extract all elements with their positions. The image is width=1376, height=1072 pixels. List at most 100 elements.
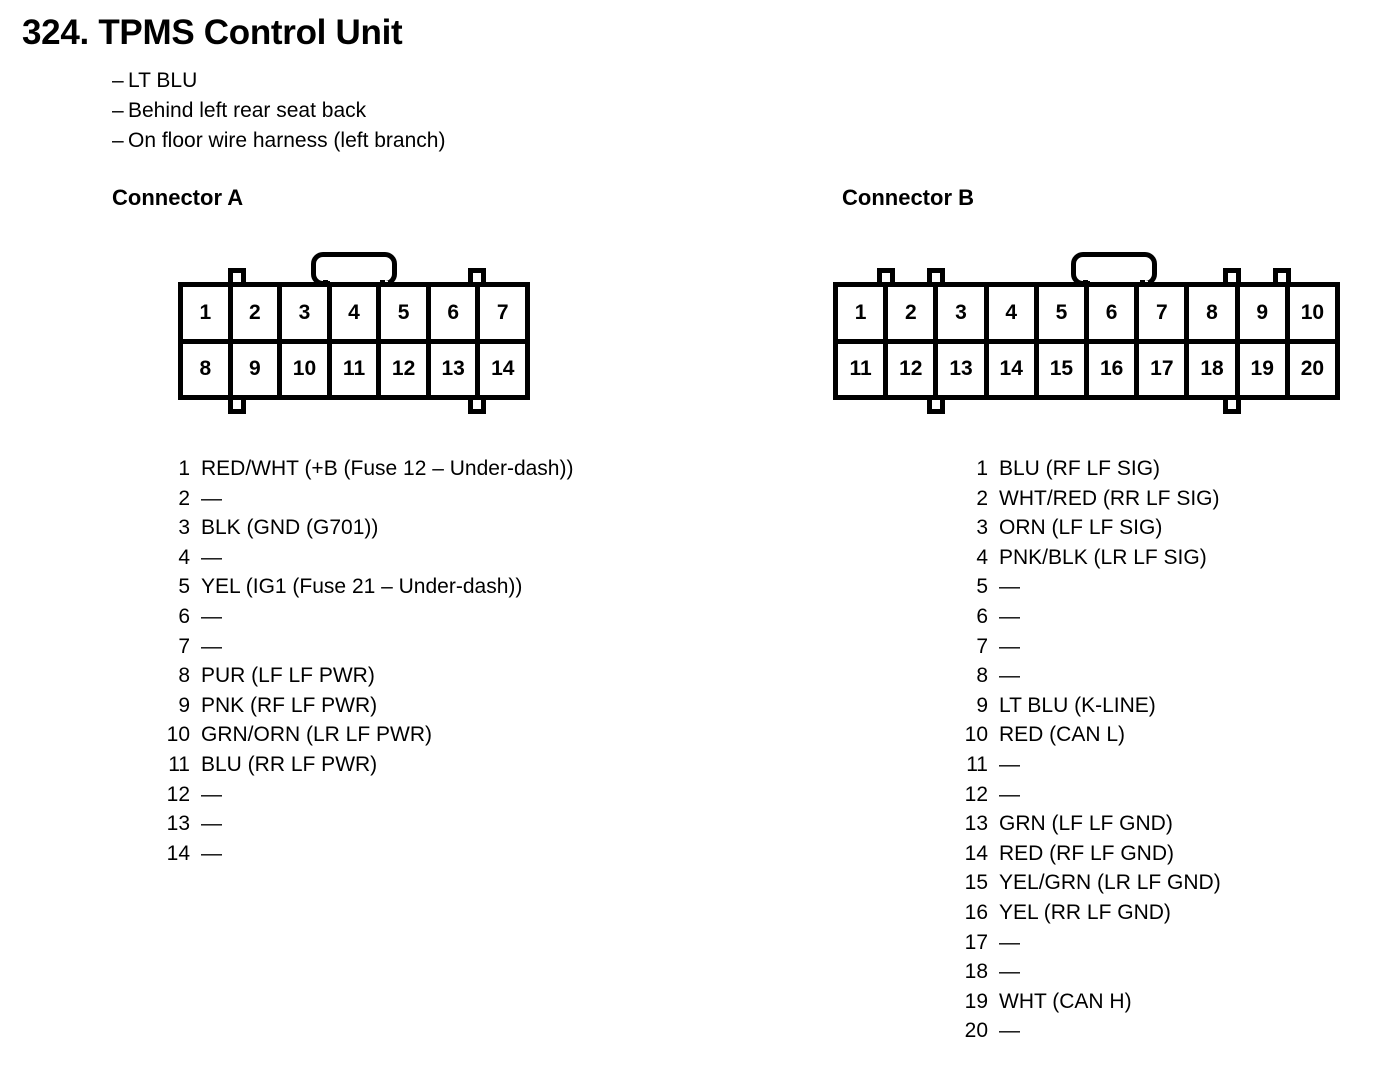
pin-row: 11 BLU (RR LF PWR) — [160, 753, 573, 783]
connector-b-bottom-tab — [927, 395, 945, 414]
pin-row: 1 BLU (RF LF SIG) — [958, 457, 1221, 487]
cavity: 19 — [1234, 343, 1285, 395]
cavity: 4 — [326, 287, 377, 339]
pin-description: YEL (RR LF GND) — [999, 900, 1171, 924]
connector-a-bottom-tab — [468, 395, 486, 414]
cavity: 9 — [227, 343, 278, 395]
cavity: 1 — [854, 300, 867, 324]
pin-number: 13 — [166, 812, 190, 836]
pin-row: 14 — — [160, 842, 573, 872]
cavity: 18 — [1184, 343, 1234, 395]
pin-row: 16 YEL (RR LF GND) — [958, 901, 1221, 931]
pin-number: 10 — [166, 723, 190, 747]
connector-a-diagram: 1 2 3 4 5 6 7 8 9 10 11 12 13 14 — [178, 252, 530, 422]
pin-number: 19 — [964, 989, 988, 1013]
pin-description: — — [999, 664, 1020, 688]
connector-b-cavity-row: 1 2 3 4 5 6 7 8 9 10 — [838, 287, 1335, 339]
pin-row: 2— — [160, 487, 573, 517]
pin-description: WHT (CAN H) — [999, 989, 1132, 1013]
note-text: On floor wire harness (left branch) — [128, 129, 446, 152]
pin-number: 20 — [964, 1019, 988, 1043]
pin-number: 11 — [168, 752, 190, 776]
pin-number: 16 — [964, 900, 988, 924]
cavity: 12 — [376, 343, 426, 395]
pin-row: 6— — [160, 605, 573, 635]
pin-number: 8 — [976, 664, 988, 688]
pin-description: WHT/RED (RR LF SIG) — [999, 486, 1220, 510]
pin-number: 18 — [964, 960, 988, 984]
cavity: 17 — [1134, 343, 1184, 395]
cavity: 5 — [1033, 287, 1084, 339]
pin-row: 13— — [160, 812, 573, 842]
pin-description: ORN (LF LF SIG) — [999, 516, 1163, 540]
connector-a-bottom-tab — [228, 395, 246, 414]
pin-row: 13 GRN (LF LF GND) — [958, 812, 1221, 842]
cavity: 13 — [933, 343, 983, 395]
pin-row: 7— — [958, 635, 1221, 665]
pin-number: 14 — [166, 841, 190, 865]
pin-number: 15 — [964, 871, 988, 895]
pin-description: — — [999, 960, 1020, 984]
pin-row: 5 YEL (IG1 (Fuse 21 – Under-dash)) — [160, 575, 573, 605]
note-text: Behind left rear seat back — [128, 99, 367, 122]
pin-description: PUR (LF LF PWR) — [201, 664, 375, 688]
pin-number: 6 — [976, 604, 988, 628]
cavity: 12 — [883, 343, 933, 395]
note-dash: – — [112, 129, 124, 152]
pin-row: 4— — [160, 546, 573, 576]
pin-description: — — [201, 604, 222, 628]
cavity: 7 — [1134, 287, 1184, 339]
pin-number: 7 — [178, 634, 190, 658]
pin-description: YEL/GRN (LR LF GND) — [999, 871, 1221, 895]
pin-number: 13 — [964, 812, 988, 836]
pin-description: LT BLU (K-LINE) — [999, 693, 1156, 717]
page-title: 324. TPMS Control Unit — [22, 13, 403, 52]
pin-description: — — [999, 752, 1020, 776]
cavity: 6 — [425, 287, 476, 339]
cavity: 10 — [1284, 287, 1335, 339]
pin-description: PNK/BLK (LR LF SIG) — [999, 545, 1207, 569]
connector-a-cavity-row: 1 2 3 4 5 6 7 — [183, 287, 525, 339]
pin-description: BLU (RF LF SIG) — [999, 457, 1161, 480]
pin-number: 1 — [976, 457, 988, 480]
pin-description: — — [201, 486, 222, 510]
pin-description: BLU (RR LF PWR) — [201, 752, 378, 776]
pin-description: RED (CAN L) — [999, 723, 1126, 747]
pin-description: — — [201, 782, 222, 806]
pin-description: RED/WHT (+B (Fuse 12 – Under-dash)) — [201, 457, 574, 480]
cavity: 7 — [475, 287, 525, 339]
pin-description: GRN (LF LF GND) — [999, 812, 1173, 836]
location-note: –Behind left rear seat back — [112, 96, 445, 126]
cavity: 5 — [376, 287, 426, 339]
cavity: 8 — [1184, 287, 1234, 339]
cavity: 9 — [1234, 287, 1285, 339]
pin-row: 19 WHT (CAN H) — [958, 990, 1221, 1020]
pin-description: — — [201, 634, 222, 658]
pin-row: 7— — [160, 635, 573, 665]
connector-a-cavity-row: 8 9 10 11 12 13 14 — [183, 338, 525, 395]
pin-description: — — [201, 841, 222, 865]
pin-description: — — [999, 930, 1020, 954]
note-dash: – — [112, 69, 124, 92]
cavity: 4 — [983, 287, 1034, 339]
pin-number: 14 — [964, 841, 988, 865]
connector-b-heading: Connector B — [842, 185, 974, 210]
pin-number: 6 — [178, 604, 190, 628]
cavity: 11 — [849, 357, 872, 381]
cavity: 10 — [277, 343, 327, 395]
pin-description: YEL (IG1 (Fuse 21 – Under-dash)) — [201, 575, 523, 599]
cavity: 2 — [883, 287, 933, 339]
cavity: 14 — [475, 343, 525, 395]
pin-number: 3 — [178, 516, 190, 540]
connector-b-body: 1 2 3 4 5 6 7 8 9 10 11 12 13 14 15 16 1… — [833, 282, 1340, 400]
cavity: 8 — [199, 357, 212, 381]
pin-number: 11 — [966, 752, 988, 776]
pin-number: 5 — [178, 575, 190, 599]
pin-description: — — [999, 575, 1020, 599]
cavity: 2 — [227, 287, 278, 339]
